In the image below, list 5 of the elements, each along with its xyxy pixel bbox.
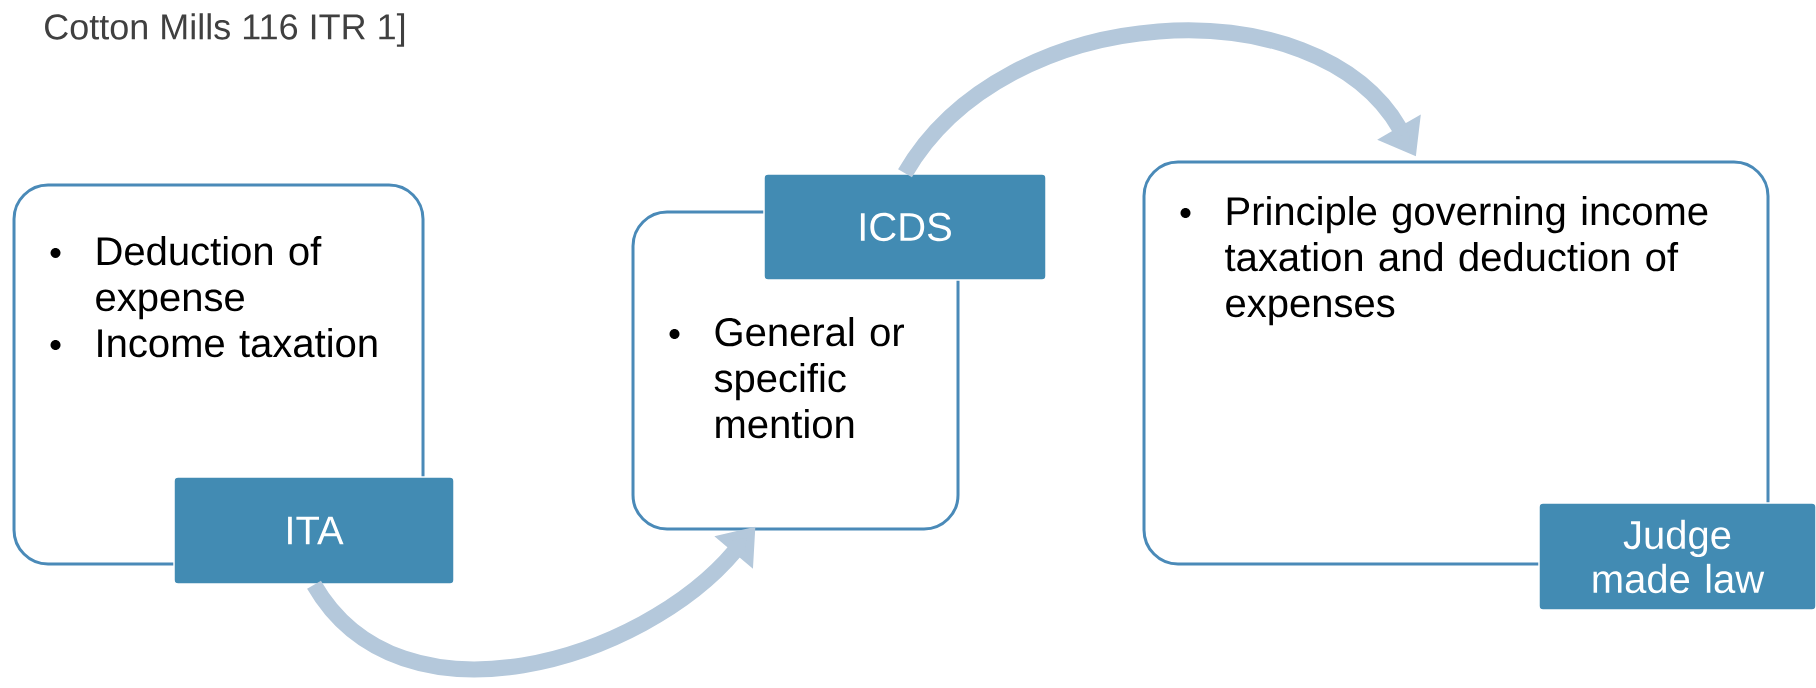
heading-text: Cotton Mills 116 ITR 1] xyxy=(45,13,405,47)
label-box: ITA xyxy=(173,476,455,585)
label-box: ICDS xyxy=(763,173,1047,281)
curved-arrow xyxy=(898,23,1421,178)
label-box: Judge made law xyxy=(1538,502,1816,611)
